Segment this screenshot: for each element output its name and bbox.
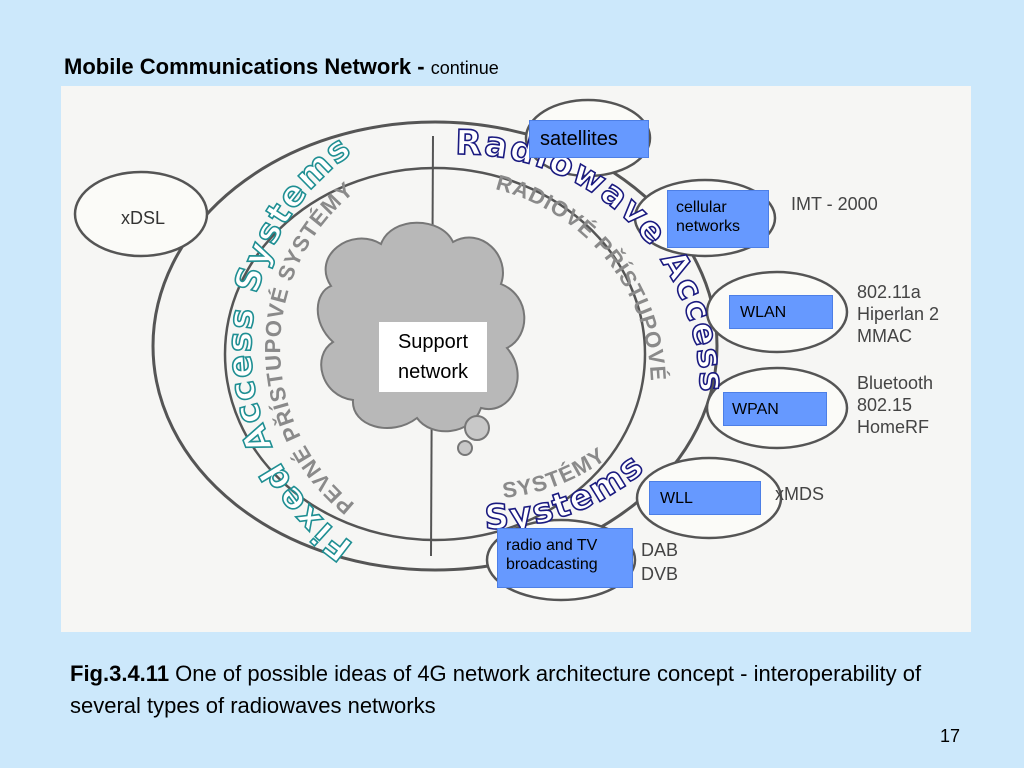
satellites-label: satellites: [529, 120, 649, 158]
support-label-box: [379, 322, 487, 392]
wpan-std-2: 802.15: [857, 395, 912, 415]
satellites-label-text: satellites: [540, 128, 618, 150]
broadcast-label-line1: radio and TV: [506, 537, 598, 554]
support-label-line2: network: [398, 361, 469, 383]
cellular-label-line2: networks: [676, 218, 741, 236]
wpan-label-text: WPAN: [732, 401, 779, 418]
support-label-line1: Support: [398, 331, 468, 353]
wlan-label-text: WLAN: [740, 304, 787, 321]
page-number: 17: [940, 726, 961, 746]
wll-label-text: WLL: [660, 490, 693, 507]
xdsl-text: xDSL: [121, 208, 165, 228]
inner-ellipse: [223, 166, 647, 542]
figure-caption: Fig.3.4.11 One of possible ideas of 4G n…: [70, 658, 950, 722]
xdsl-bubble: [73, 170, 209, 258]
wlan-std-2: Hiperlan 2: [857, 304, 939, 324]
wpan-std-1: Bluetooth: [857, 373, 933, 393]
broadcast-std-1: DAB: [641, 540, 678, 560]
wpan-std-3: HomeRF: [857, 417, 929, 437]
wll-label: WLL: [649, 481, 761, 515]
slide-title: Mobile Communications Network - continue: [64, 54, 499, 80]
wlan-std-3: MMAC: [857, 326, 912, 346]
wpan-label: WPAN: [723, 392, 827, 426]
broadcast-std-2: DVB: [641, 564, 678, 584]
wlan-label: WLAN: [729, 295, 833, 329]
title-main: Mobile Communications Network -: [64, 54, 425, 79]
wlan-std-1: 802.11a: [857, 282, 922, 302]
cellular-label: cellular networks: [667, 190, 769, 248]
figure-id: Fig.3.4.11: [70, 661, 170, 686]
architecture-diagram: Support network xDSL IMT - 2000 802.11a …: [61, 86, 971, 632]
wll-std: xMDS: [775, 484, 824, 504]
caption-text: One of possible ideas of 4G network arch…: [70, 661, 922, 718]
broadcast-label-line2: broadcasting: [506, 556, 598, 574]
outer-ellipse: [151, 120, 719, 572]
cellular-label-line1: cellular: [676, 199, 727, 216]
title-subtitle: continue: [430, 58, 499, 78]
broadcast-label: radio and TV broadcasting: [497, 528, 633, 588]
imt-2000-text: IMT - 2000: [791, 194, 878, 214]
